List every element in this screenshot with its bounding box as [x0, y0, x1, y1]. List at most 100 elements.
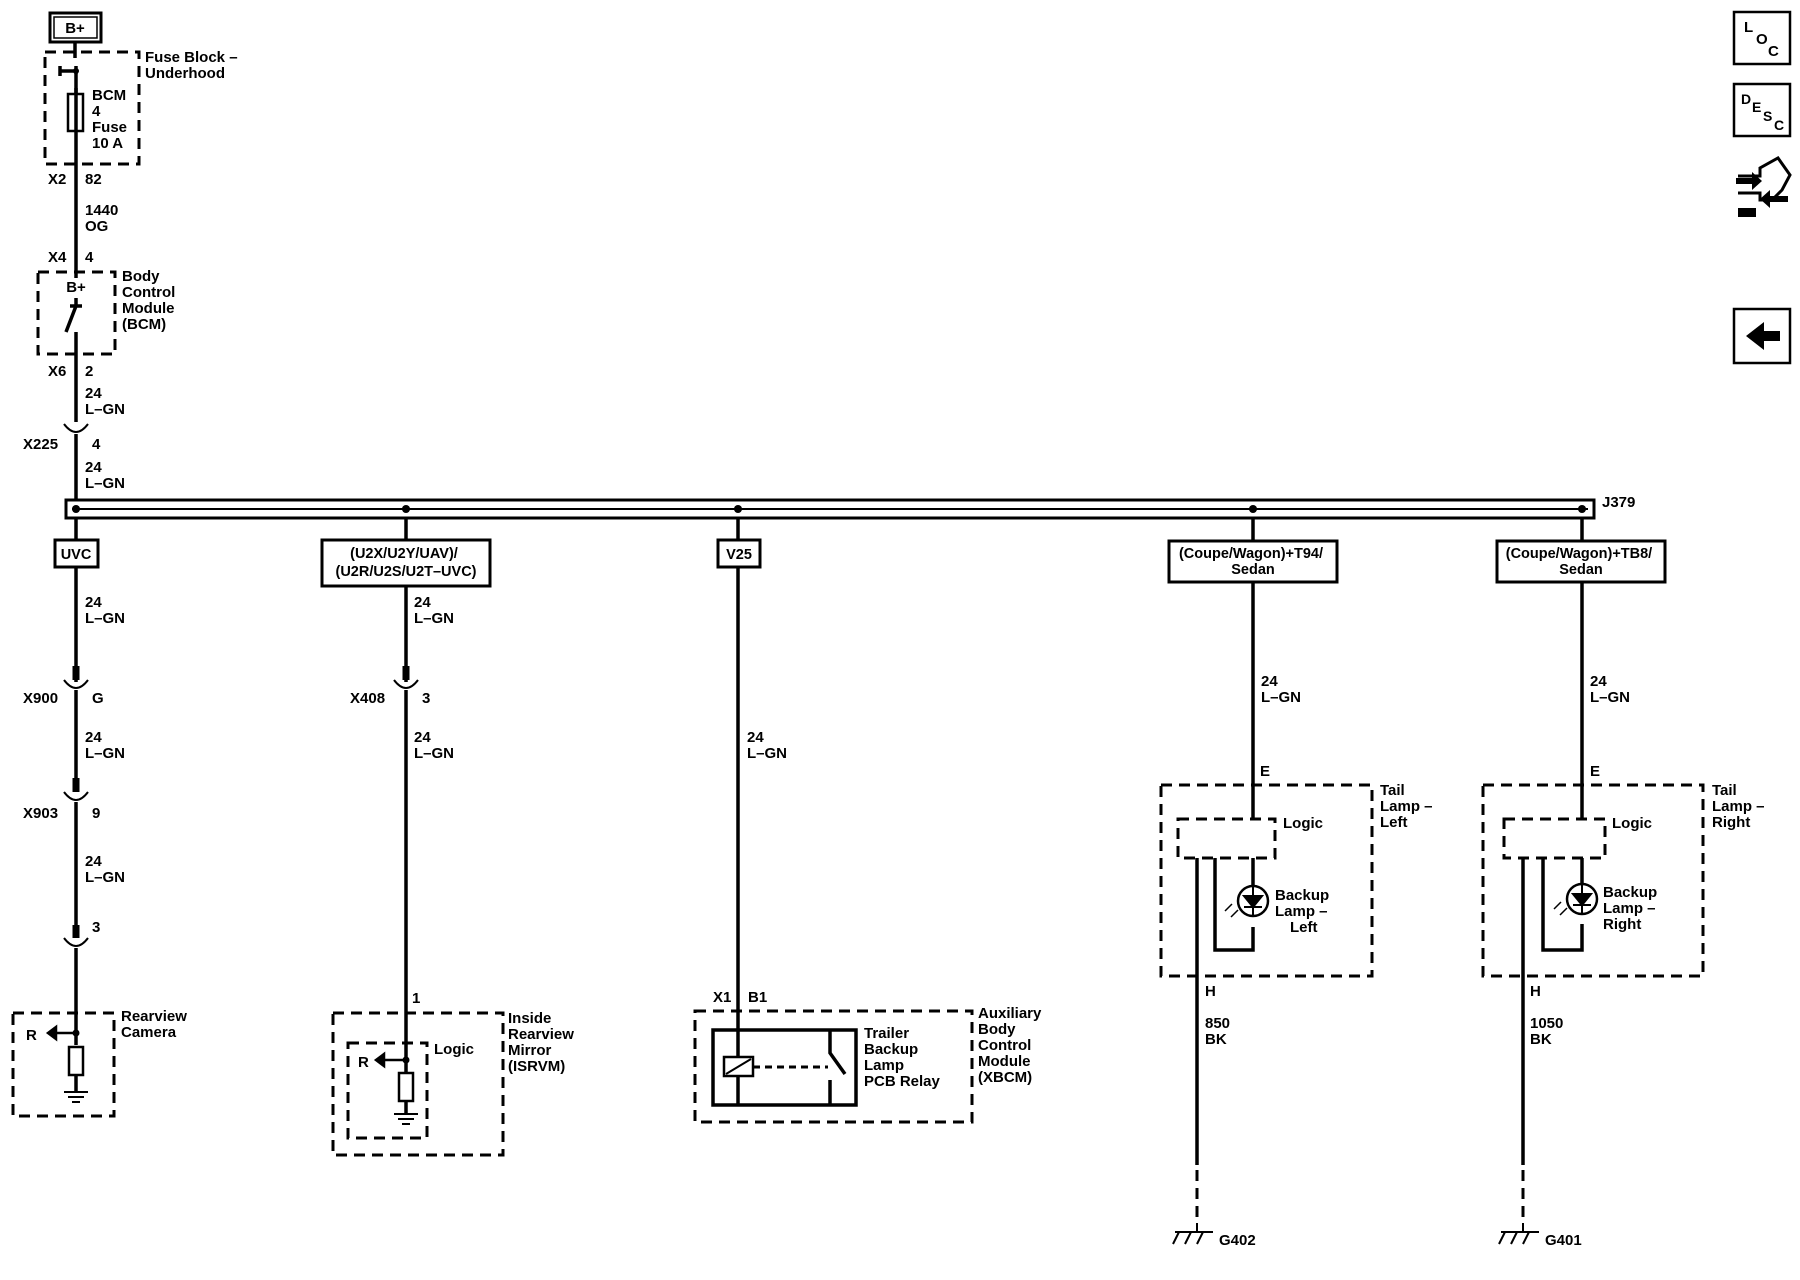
tail-left-pin-in: E	[1260, 763, 1270, 780]
svg-text:24 L–GN: 24 L–GN	[85, 385, 125, 418]
b5-wire-a-circuit: 24	[1590, 673, 1607, 690]
xbcm-box	[693, 1009, 974, 1124]
b1-wire-a-color: L–GN	[85, 610, 125, 627]
tail-right-lamp-3: Right	[1603, 916, 1641, 933]
fuse-label-3: Fuse	[92, 119, 127, 136]
bcm-name-4: (BCM)	[122, 316, 166, 333]
inline-connector-icon	[63, 937, 89, 947]
tail-lamp-right-box	[1481, 783, 1705, 978]
isrvm-logic: Logic	[434, 1041, 474, 1058]
isrvm-logic-box	[346, 1041, 429, 1140]
tail-right-pin-out: H	[1530, 983, 1541, 1000]
loc-letter-o: O	[1756, 31, 1768, 48]
x225-pin: 4	[92, 436, 101, 453]
tail-left-pin-out: H	[1205, 983, 1216, 1000]
svg-text:24 L–GN: 24 L–GN	[85, 729, 125, 762]
option-t94-2: Sedan	[1231, 562, 1275, 578]
desc-letter-s: S	[1763, 108, 1772, 124]
wire-2-color: L–GN	[85, 401, 125, 418]
tail-left-logic: Logic	[1283, 815, 1323, 832]
tail-right-name-1: Tail	[1712, 782, 1737, 799]
splice-label: J379	[1602, 494, 1635, 511]
camera-terminal: R	[26, 1027, 37, 1044]
xbcm-connector: X1	[713, 989, 731, 1006]
option-v25: V25	[726, 547, 752, 563]
svg-text:(Coupe/Wagon)+TB8/ Sedan: (Coupe/Wagon)+TB8/ Sedan	[1506, 546, 1657, 578]
x225-connector: X225	[23, 436, 58, 453]
camera-name-1: Rearview	[121, 1008, 187, 1025]
xbcm-name-2: Body	[978, 1021, 1016, 1038]
tail-left-lamp-2: Lamp –	[1275, 903, 1328, 920]
isrvm-terminal: R	[358, 1054, 369, 1071]
tail-right-lamp-2: Lamp –	[1603, 900, 1656, 917]
x900-connector: X900	[23, 690, 58, 707]
splice-pack-j379: J379	[64, 494, 1635, 520]
svg-text:Trailer Backup Lam: Trailer Backup Lamp PCB Relay	[864, 1025, 941, 1090]
tail-lamp-left-box	[1159, 783, 1374, 978]
inline-connector-icon	[63, 791, 89, 801]
xbcm-name-4: Module	[978, 1053, 1031, 1070]
b1-wire-b-circuit: 24	[85, 729, 102, 746]
desc-letter-c: C	[1774, 117, 1784, 133]
wire-1-circuit: 1440	[85, 202, 118, 219]
x408-pin: 3	[422, 690, 430, 707]
back-arrow-icon[interactable]	[1732, 307, 1792, 365]
b4-wire-a-color: L–GN	[1261, 689, 1301, 706]
fuse-block-underhood: Fuse Block – Underhood BCM 4 Fuse 10 A	[43, 49, 242, 166]
fuse-block-name-1: Fuse Block –	[145, 49, 238, 66]
rearview-camera-box	[11, 1011, 116, 1118]
x903-connector: X903	[23, 805, 58, 822]
relay-label-3: Lamp	[864, 1057, 904, 1074]
tail-left-name-1: Tail	[1380, 782, 1405, 799]
b2-wire-b-circuit: 24	[414, 729, 431, 746]
fuse-label-2: 4	[92, 103, 101, 120]
connector-end-view-icon[interactable]	[1736, 156, 1792, 217]
option-tb8-1: (Coupe/Wagon)+TB8/	[1506, 546, 1652, 562]
svg-text:24 L–GN: 24 L–GN	[414, 594, 454, 627]
ground-g402: G402	[1219, 1232, 1256, 1249]
body-control-module: B+ Body Control Module (BCM)	[36, 268, 175, 374]
b2-wire-a-color: L–GN	[414, 610, 454, 627]
bcm-name-2: Control	[122, 284, 175, 301]
b4-wire-a-circuit: 24	[1261, 673, 1278, 690]
description-view-button[interactable]: D E S C	[1732, 82, 1792, 138]
b1-connector-3-pin: 3	[92, 919, 100, 936]
branch-rearview-camera: UVC 24 L–GN X900 G 24 L–GN X903 9 24 L–G…	[11, 518, 187, 1118]
branch-auxiliary-bcm: V25 24 L–GN X1 B1 Trailer Backup Lamp PC…	[693, 518, 1042, 1124]
option-uvc: UVC	[61, 547, 92, 563]
option-isrvm-2: (U2R/U2S/U2T–UVC)	[336, 564, 477, 580]
b1-wire-c-circuit: 24	[85, 853, 102, 870]
fuse-block-name-2: Underhood	[145, 65, 225, 82]
svg-text:24 L–GN: 24 L–GN	[85, 594, 125, 627]
resistor-icon	[397, 1071, 415, 1103]
bcm-pin-out: 2	[85, 363, 93, 380]
camera-name-2: Camera	[121, 1024, 177, 1041]
x408-connector: X408	[350, 690, 385, 707]
b2-wire-a-circuit: 24	[414, 594, 431, 611]
loc-letter-l: L	[1744, 19, 1753, 36]
location-view-button[interactable]: L O C	[1732, 10, 1792, 66]
svg-text:Fuse Block – Underhood: Fuse Block – Underhood	[145, 49, 242, 82]
relay-label-4: PCB Relay	[864, 1073, 941, 1090]
b2-wire-b-color: L–GN	[414, 745, 454, 762]
resistor-icon	[67, 1045, 85, 1077]
tail-right-pin-in: E	[1590, 763, 1600, 780]
isrvm-box	[331, 1011, 505, 1157]
tail-left-lamp-1: Backup	[1275, 887, 1329, 904]
fuse-pin: 82	[85, 171, 102, 188]
x900-pin: G	[92, 690, 104, 707]
isrvm-name-1: Inside	[508, 1010, 551, 1027]
svg-text:Tail Lamp – Left: Tail Lamp – Left	[1380, 782, 1437, 831]
desc-letter-e: E	[1752, 99, 1761, 115]
tail-right-lamp-1: Backup	[1603, 884, 1657, 901]
g401-wire-color: BK	[1530, 1031, 1552, 1048]
tail-right-logic-box	[1502, 817, 1607, 860]
inline-connector-icon	[63, 423, 89, 433]
tail-right-name-3: Right	[1712, 814, 1750, 831]
bcm-supply-label: B+	[66, 279, 86, 296]
branch-tail-lamp-left: (Coupe/Wagon)+T94/ Sedan 24 L–GN E Logic…	[1159, 518, 1437, 1249]
option-tb8-2: Sedan	[1559, 562, 1603, 578]
chassis-ground-icon	[1498, 1231, 1539, 1245]
relay-label-2: Backup	[864, 1041, 918, 1058]
